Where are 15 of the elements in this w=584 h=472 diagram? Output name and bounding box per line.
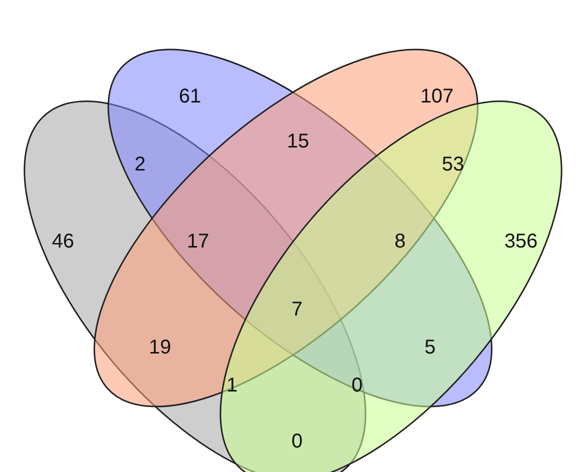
region-count: 53 [442, 154, 464, 176]
region-count: 0 [351, 374, 363, 398]
region-count: 15 [286, 130, 310, 154]
region-count: 17 [186, 230, 210, 254]
region-count: 7 [291, 298, 303, 322]
region-count: 2 [134, 154, 146, 176]
region-count: 356 [504, 230, 538, 254]
region-count: 8 [394, 230, 406, 254]
region-count: 19 [148, 336, 172, 360]
region-count: 1 [226, 374, 238, 398]
region-count: 61 [178, 86, 202, 108]
region-count: 5 [424, 336, 436, 360]
region-count: 46 [52, 230, 74, 254]
region-count: 0 [291, 430, 303, 454]
region-count: 107 [420, 86, 454, 108]
